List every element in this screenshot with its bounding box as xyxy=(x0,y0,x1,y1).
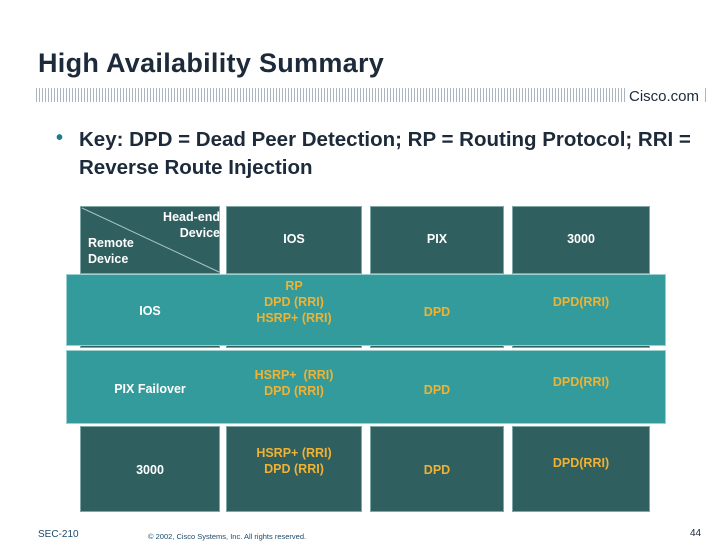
row-pix-band xyxy=(66,350,666,424)
bullet-key-text: Key: DPD = Dead Peer Detection; RP = Rou… xyxy=(79,128,691,179)
column-label-ios: IOS xyxy=(283,232,305,246)
cell-ios-3000: DPD(RRI) xyxy=(552,295,610,309)
row-3000-cell-1 xyxy=(80,426,220,512)
row-3000-cell-4 xyxy=(512,426,650,512)
row-3000-cell-2 xyxy=(226,426,362,512)
corner-head-end-label: Head-end Device xyxy=(163,210,220,240)
title-rule xyxy=(36,88,708,102)
cell-ios-pix: DPD xyxy=(423,305,451,319)
footer-course-code: SEC-210 xyxy=(38,529,79,540)
cell-pix-pix: DPD xyxy=(423,383,451,397)
cell-3000-ios: HSRP+ (RRI) DPD (RRI) xyxy=(256,446,332,476)
cell-pix-ios: HSRP+ (RRI) DPD (RRI) xyxy=(254,368,334,398)
column-label-3000: 3000 xyxy=(567,232,595,246)
cell-pix-3000: DPD(RRI) xyxy=(552,375,610,389)
row-label-pix-failover: PIX Failover xyxy=(114,382,186,396)
column-header-ios xyxy=(226,206,362,274)
column-label-pix: PIX xyxy=(426,232,448,246)
cell-3000-3000: DPD(RRI) xyxy=(552,456,610,470)
footer-page-number: 44 xyxy=(690,528,702,539)
brand-logo-text: Cisco.com xyxy=(625,88,704,105)
cell-ios-ios: RP DPD (RRI) HSRP+ (RRI) xyxy=(256,279,332,325)
footer-copyright: © 2002, Cisco Systems, Inc. All rights r… xyxy=(148,532,307,541)
column-header-3000 xyxy=(512,206,650,274)
row-ios-band xyxy=(66,274,666,346)
bullet-marker: • xyxy=(56,127,64,149)
row-3000-cell-3 xyxy=(370,426,504,512)
column-header-pix xyxy=(370,206,504,274)
cell-3000-pix: DPD xyxy=(423,463,451,477)
row-label-3000: 3000 xyxy=(136,463,164,477)
row-label-ios: IOS xyxy=(139,304,161,318)
corner-remote-label: Remote Device xyxy=(88,236,134,266)
slide-title: High Availability Summary xyxy=(38,48,385,78)
